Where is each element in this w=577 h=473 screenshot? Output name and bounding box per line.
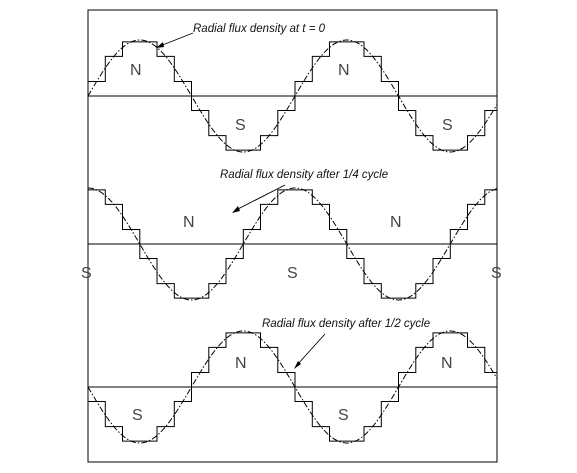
annotation-arrow-half xyxy=(296,333,326,366)
pole-s: S xyxy=(235,117,246,134)
pole-n: N xyxy=(183,214,195,231)
label-quarter: Radial flux density after 1/4 cycle xyxy=(220,169,388,181)
annotation-arrow-t0 xyxy=(159,32,194,47)
sinusoidal-flux-curve xyxy=(88,39,497,153)
diagram-frame xyxy=(87,9,498,463)
pole-s: S xyxy=(132,407,143,424)
pole-s: S xyxy=(287,265,298,282)
annotation-arrowhead-half xyxy=(294,361,301,369)
pole-s-partial: S xyxy=(81,265,92,282)
pole-s-partial: S xyxy=(491,265,502,282)
pole-s: S xyxy=(338,407,349,424)
sinusoidal-flux-curve xyxy=(88,330,497,444)
pole-n: N xyxy=(235,355,247,372)
stepped-mmf-wave xyxy=(88,41,497,151)
sinusoidal-flux-curve xyxy=(88,187,497,301)
label-t0: Radial flux density at t = 0 xyxy=(193,23,326,35)
pole-n: N xyxy=(390,214,402,231)
annotation-arrowhead-quarter xyxy=(232,206,240,213)
pole-s: S xyxy=(442,117,453,134)
pole-n: N xyxy=(130,62,142,79)
annotation-arrowhead-t0 xyxy=(156,42,164,48)
pole-n: N xyxy=(338,62,350,79)
label-half: Radial flux density after 1/2 cycle xyxy=(262,318,430,330)
stepped-mmf-wave xyxy=(88,332,497,442)
pole-n: N xyxy=(441,355,453,372)
annotation-arrow-quarter xyxy=(235,184,286,211)
stepped-mmf-wave xyxy=(88,189,497,299)
